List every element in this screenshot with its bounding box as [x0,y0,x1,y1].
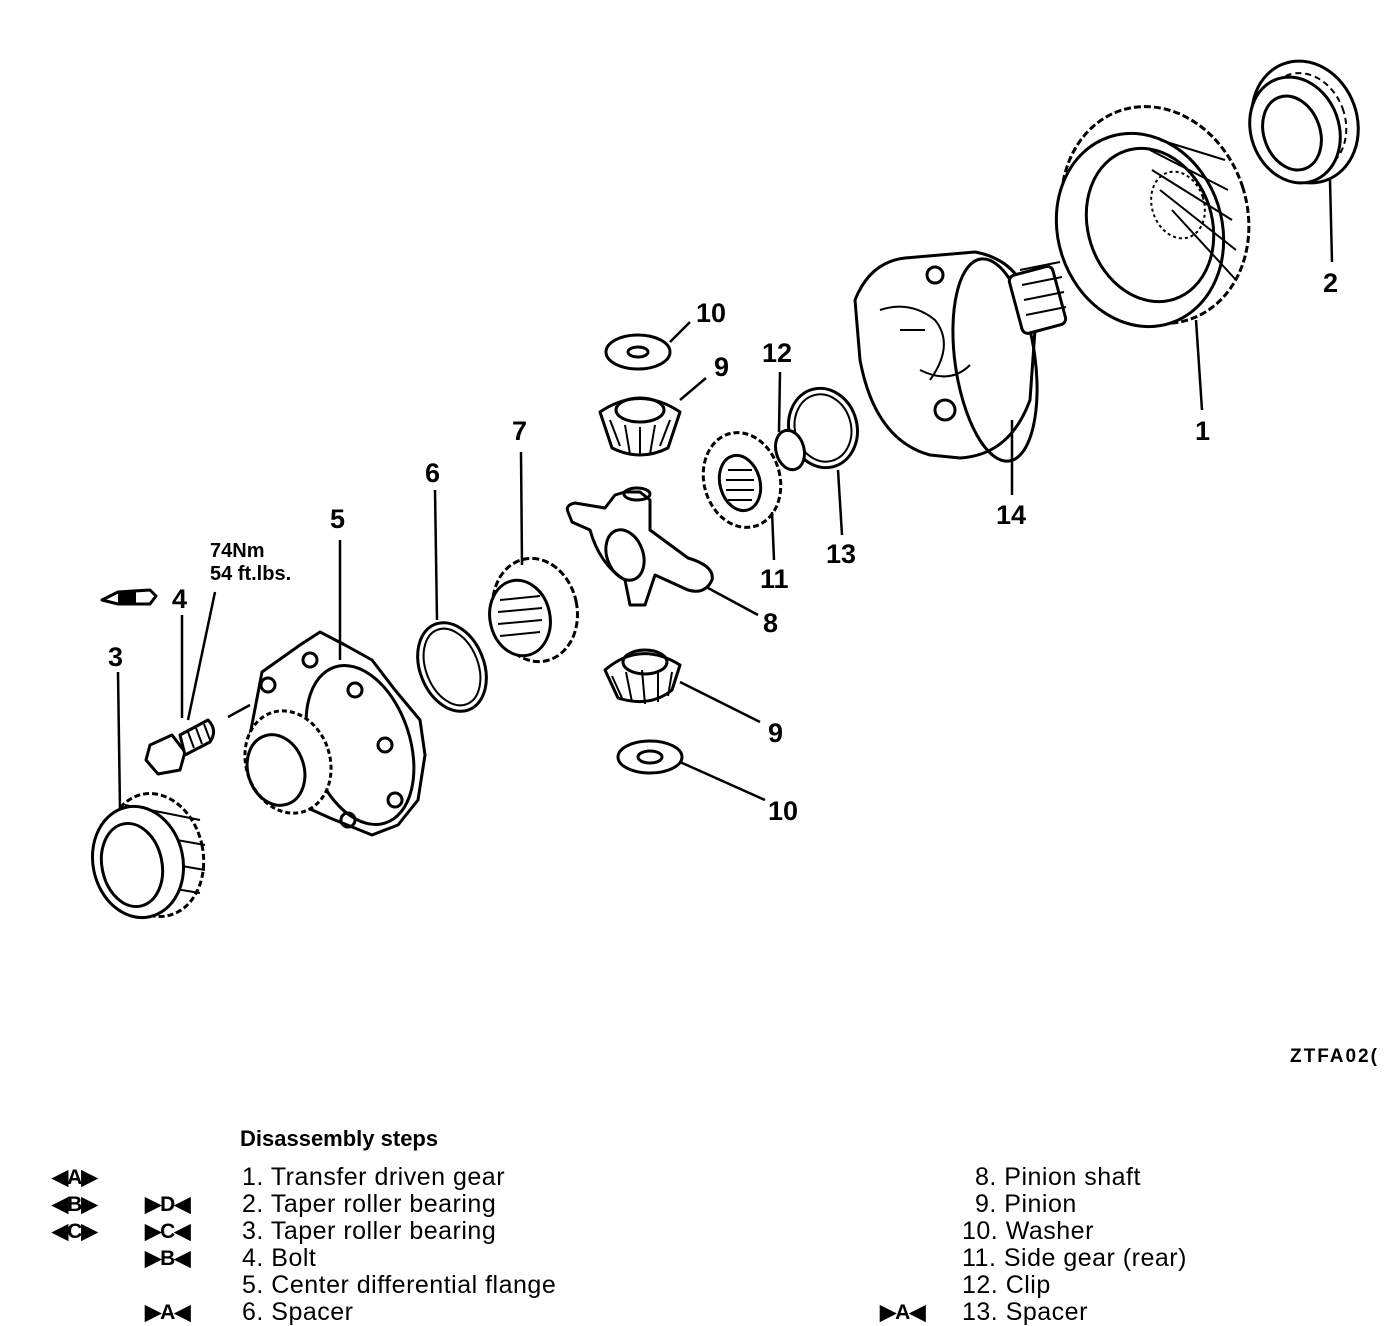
pinion-9-upper [598,396,682,457]
callout-11: 11 [760,564,789,594]
step-item: 8. Pinion shaft [975,1163,1141,1191]
callout-1: 1 [1195,416,1210,446]
callout-12: 12 [762,338,792,368]
callout-10-upper: 10 [696,298,726,328]
step-mark-b: ▶B◀ [145,1247,190,1270]
callout-13: 13 [826,539,856,569]
callout-4: 4 [172,584,187,614]
callout-6: 6 [425,458,440,488]
callout-2: 2 [1323,268,1338,298]
callout-9-upper: 9 [714,352,729,382]
callout-7: 7 [512,416,527,446]
step-mark-b: ▶A◀ [145,1301,190,1324]
taper-roller-bearing-3 [90,792,206,920]
step-mark-a: ◀B▶ [52,1193,97,1216]
callout-14: 14 [996,500,1026,530]
steps-title: Disassembly steps [240,1126,439,1151]
side-gear-11 [701,431,783,529]
callout-3: 3 [108,642,123,672]
step-mark-b: ▶D◀ [145,1193,190,1216]
callout-9-lower: 9 [768,718,783,748]
washer-10-lower [616,739,684,775]
step-item: 4. Bolt [242,1244,317,1272]
step-item: 6. Spacer [242,1298,354,1326]
step-item: 12. Clip [962,1271,1051,1299]
pinion-9-lower [603,648,682,705]
step-item: 1. Transfer driven gear [242,1163,506,1191]
reference-code: ZTFA02( [1290,1046,1379,1067]
step-item: 3. Taper roller bearing [242,1217,497,1245]
callout-5: 5 [330,504,345,534]
transfer-driven-gear-1 [1054,105,1251,329]
spacer-6 [416,621,488,713]
center-differential-flange-5 [243,630,427,837]
step-mark-b: ▶C◀ [145,1220,190,1243]
pinion-shaft-8 [565,486,714,607]
step-item: 2. Taper roller bearing [242,1190,497,1218]
exploded-view-diagram: 1 2 3 4 5 6 7 8 9 9 10 10 11 12 13 14 74… [90,59,1360,920]
differential-case-14 [853,250,1068,463]
torque-ft-lbs: 54 ft.lbs. [210,563,291,585]
bolt-4 [144,718,215,776]
step-item: 11. Side gear (rear) [962,1244,1187,1272]
clip-12 [774,428,806,472]
step-mark-a: ◀C▶ [52,1220,97,1243]
taper-roller-bearing-2 [1248,59,1360,185]
torque-nm: 74Nm [210,540,264,562]
washer-10-upper [604,333,672,371]
step-item: 10. Washer [962,1217,1094,1245]
thread-lock-icon [100,588,158,606]
step-mark-a: ◀A▶ [52,1166,97,1189]
step-item: 9. Pinion [975,1190,1077,1218]
step-item: 13. Spacer [962,1298,1088,1326]
side-gear-7 [488,556,579,664]
step-mark: ▶A◀ [880,1301,925,1324]
step-item: 5. Center differential flange [242,1271,557,1299]
callout-8: 8 [763,608,778,638]
callout-10-lower: 10 [768,796,798,826]
